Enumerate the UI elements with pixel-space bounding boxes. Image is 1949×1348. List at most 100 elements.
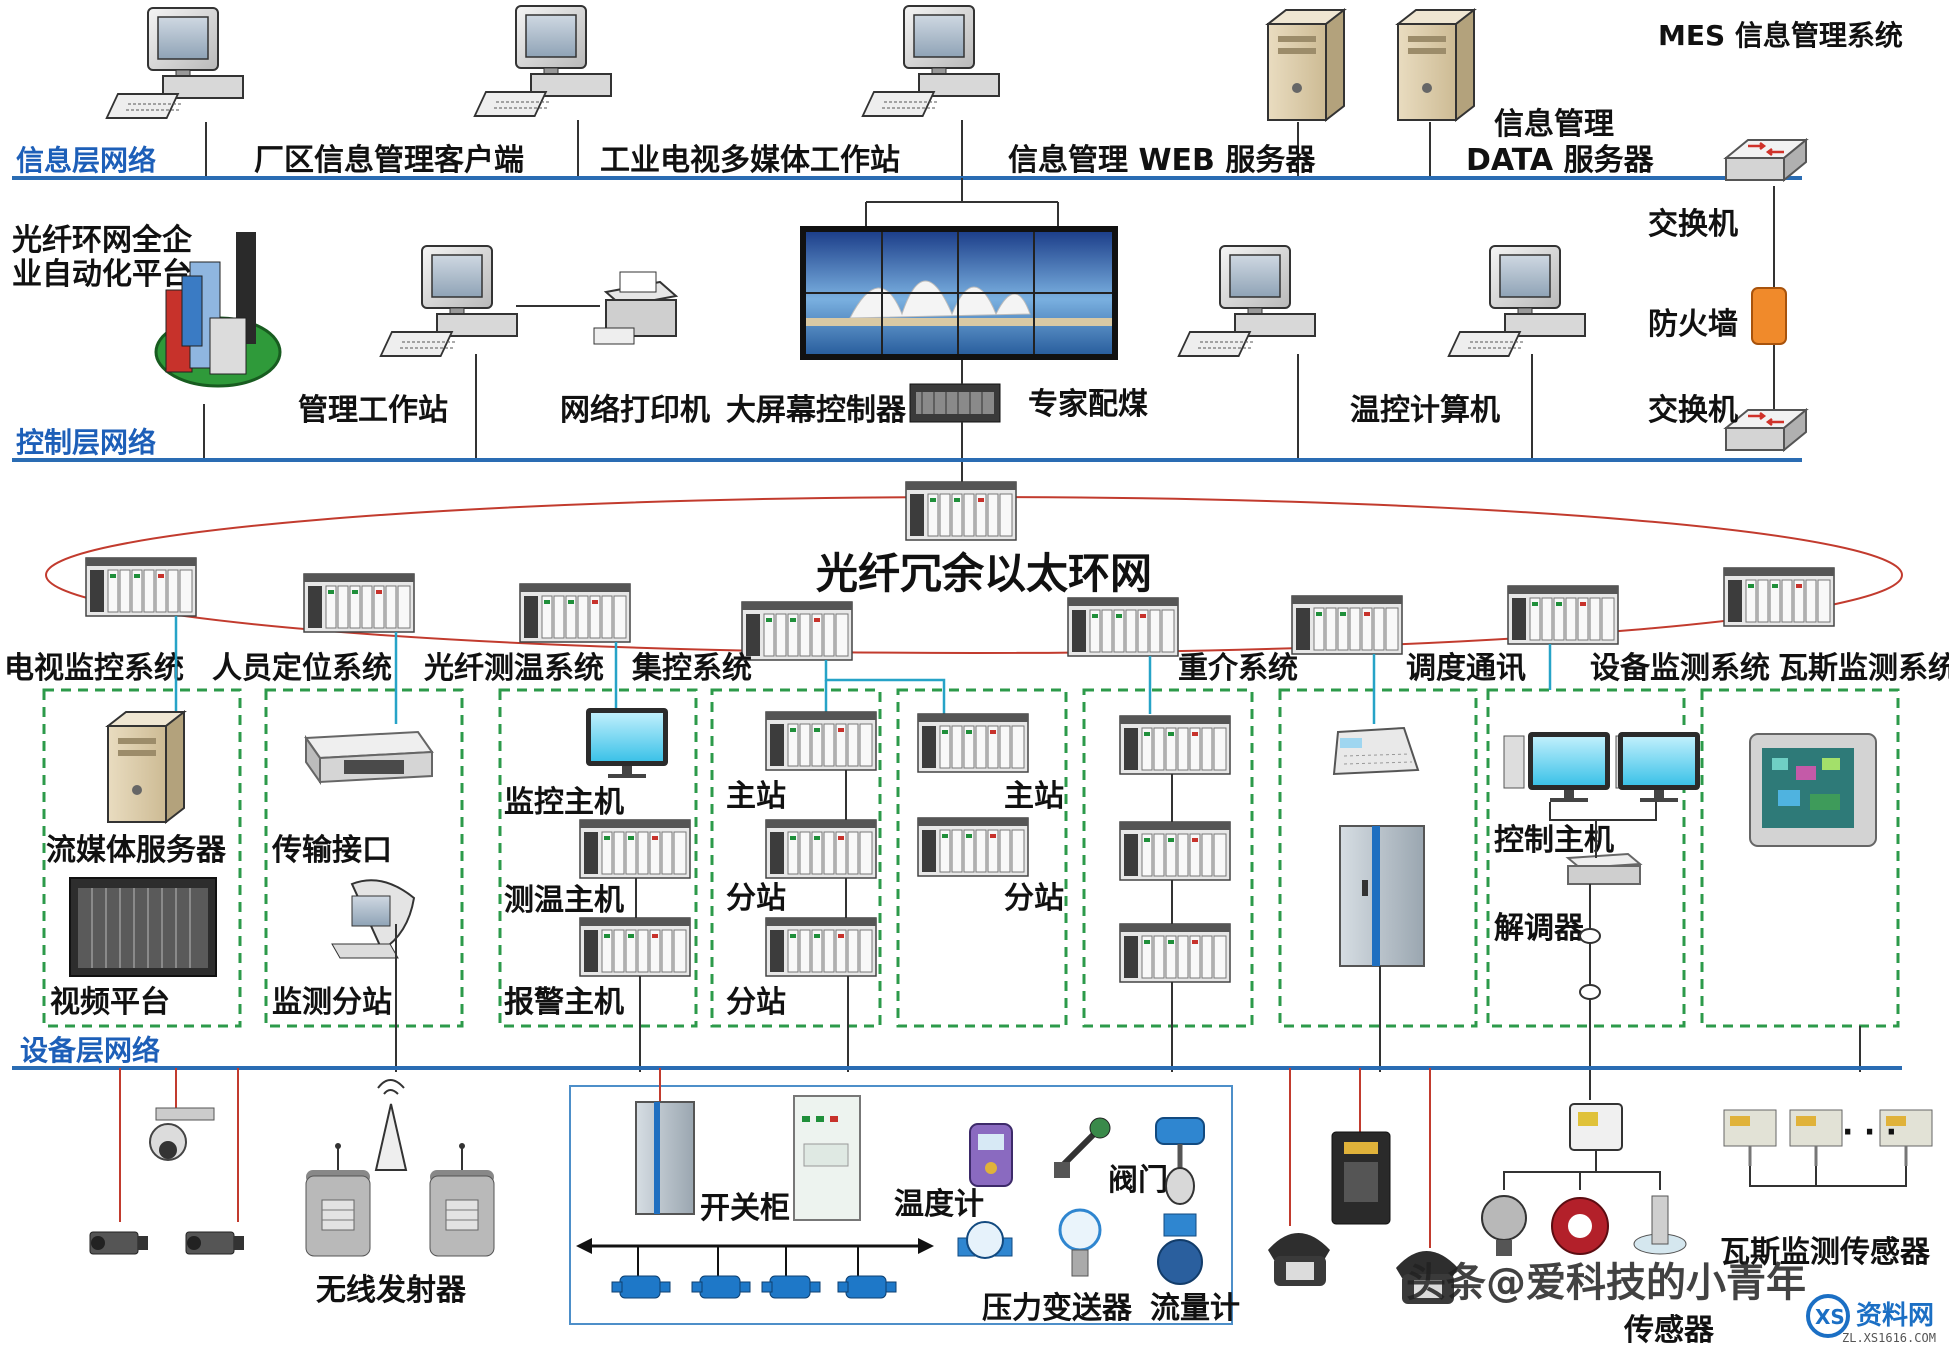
data-server-label-2: DATA 服务器 [1466,143,1655,178]
hm-plc-icon-3 [1119,923,1231,983]
subsystem-label: 瓦斯监测系统 [1778,651,1949,686]
explosion-proof-phone-icon [1331,1131,1391,1225]
screen-controller-label: 大屏幕控制器 [726,393,907,428]
ring-node-5 [1067,597,1179,657]
subsystem-label: 集控系统 [631,651,752,686]
client-label: 厂区信息管理客户端 [254,143,524,178]
subsystem-boxes [42,688,1900,1028]
ring-label: 光纤冗余以太环网 [816,549,1152,598]
data-server-label-1: 信息管理 [1494,107,1614,142]
camera-icon [89,1231,149,1255]
temp-host-label: 测温主机 [504,883,624,918]
wireless-antenna-icon [374,1079,408,1171]
main-station-icon [765,711,877,771]
substation-b-label: 分站 [1004,881,1064,916]
mes-title: MES 信息管理系统 [1658,19,1903,52]
substation-b-icon [917,817,1029,877]
gas-sensor-icon [1722,1108,1778,1168]
motor-icon-4 [837,1275,897,1299]
gas-ellipsis: · · · [1842,1115,1897,1150]
ring-node-1 [85,557,197,617]
main-station-label: 主站 [726,779,786,814]
subsystem-label: 人员定位系统 [212,651,392,686]
substation-label-2: 分站 [726,985,786,1020]
thermometer-label: 温度计 [894,1187,984,1222]
substation-icon [765,819,877,879]
switch-top-icon [1724,138,1808,182]
mgmt-station-label: 管理工作站 [298,393,448,428]
camera-icon-2 [185,1231,245,1255]
platform-label-2: 业自动化平台 [12,257,192,292]
gas-sensor-label: 瓦斯监测传感器 [1720,1235,1931,1270]
modem-label: 解调器 [1494,911,1585,946]
control-network-label: 控制层网络 [16,426,156,459]
svg-text:XS: XS [1815,1305,1845,1329]
water-meter-icon [957,1221,1013,1259]
site-logo-icon: XS [1806,1294,1850,1338]
temp-host-icon [579,819,691,879]
valve-icon [1155,1117,1205,1205]
site-url: ZL.XS1616.COM [1842,1331,1936,1345]
main-station-b-icon [917,713,1029,773]
vibration-sensor-icon [1481,1195,1527,1256]
cyan-links [174,616,1552,724]
web-server-icon [1267,9,1345,121]
coal-expert-label: 专家配煤 [1028,387,1148,422]
thermometer-icon [969,1123,1013,1187]
motor-icon-2 [691,1275,751,1299]
monitor-host-label: 监控主机 [504,785,624,820]
streaming-server-label: 流媒体服务器 [46,833,227,868]
client-pc-icon [105,7,244,119]
info-network-label: 信息层网络 [16,144,156,177]
alarm-host-label: 报警主机 [504,985,624,1020]
ring-node-6 [1291,595,1403,655]
temp-pc-label: 温控计算机 [1350,393,1500,428]
subsystem-label: 光纤测温系统 [424,651,604,686]
switch-top-label: 交换机 [1648,207,1738,242]
pressure-transmitter-icon [1058,1208,1102,1277]
sensor-label: 传感器 [1623,1313,1715,1348]
wireless-transmitter-icon-2 [429,1142,495,1257]
pressure-label: 压力变送器 [982,1291,1133,1326]
printer-label: 网络打印机 [560,393,710,428]
firewall-icon [1751,287,1787,345]
switchgear-cabinet-icon [635,1101,695,1215]
switchgear-label: 开关柜 [700,1191,790,1226]
spring-sensor-icon [1633,1195,1687,1255]
device-network-label: 设备层网络 [20,1034,160,1067]
subsystem-label: 设备监测系统 [1590,651,1770,686]
sensor-junction-icon [1569,1103,1623,1151]
client-pc-icon-2 [473,5,612,117]
subsystem-label: 调度通讯 [1406,651,1526,686]
ring-node-7 [1507,585,1619,645]
printer-icon [593,271,679,345]
alarm-host-icon [579,917,691,977]
wireless-label: 无线发射器 [316,1273,467,1308]
ring-node-3 [519,583,631,643]
platform-label-1: 光纤环网全企 [12,223,193,258]
subsystem-label: 重介系统 [1178,651,1298,686]
web-server-label: 信息管理 WEB 服务器 [1008,143,1316,178]
dispatch-console-icon [1332,726,1420,776]
streaming-server-icon [107,711,185,823]
motor-icon [611,1275,671,1299]
control-host-icon [1503,732,1700,802]
gas-sensor-icon-2 [1788,1108,1844,1168]
control-host-label: 控制主机 [1494,823,1614,858]
firewall-label: 防火墙 [1648,307,1738,342]
video-wall-icon [800,226,1118,360]
switchgear-panel-icon [793,1095,861,1221]
temp-pc-icon [1177,245,1316,357]
switch-bottom-icon [1724,408,1808,452]
current-sensor-icon [1551,1197,1609,1255]
multimedia-label: 工业电视多媒体工作站 [600,143,900,178]
ring-node-top [905,481,1017,541]
subsystem-label: 电视监控系统 [4,651,184,686]
ring-node-4 [741,601,853,661]
monitoring-substation-label: 监测分站 [272,985,392,1020]
dome-camera-icon [149,1107,215,1161]
monitoring-substation-icon [331,879,416,959]
switchgear-frame [569,1085,1233,1325]
transmission-port-icon [304,730,434,786]
